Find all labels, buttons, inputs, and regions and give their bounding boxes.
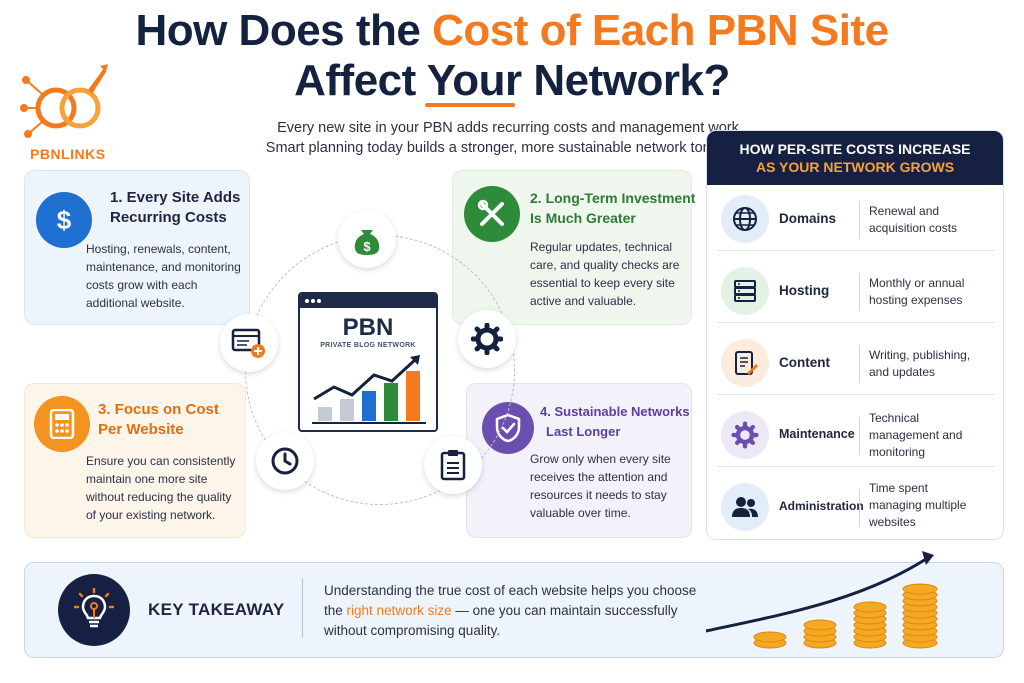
row-label: Hosting <box>779 283 830 298</box>
row-divider <box>859 345 860 383</box>
pbn-label: PBN <box>342 314 394 341</box>
clock-icon <box>256 432 314 490</box>
row-desc: Time spent managing multiple websites <box>869 481 967 529</box>
row-label: Administration <box>779 499 864 513</box>
card3-title: 3. Focus on Cost Per Website <box>98 401 219 438</box>
cost-row-domains: Domains Renewal and acquisition costs <box>717 189 995 251</box>
money-bag-icon: $ <box>338 210 396 268</box>
title-line1-highlight: Cost of Each PBN Site <box>432 6 889 55</box>
subtitle: Every new site in your PBN adds recurrin… <box>150 118 870 158</box>
row-desc: Writing, publishing, and updates <box>869 348 971 379</box>
row-label: Maintenance <box>779 427 855 441</box>
card1-body: Hosting, renewals, content, maintenance,… <box>86 242 241 310</box>
page-title-line2: Affect Your Network? <box>294 56 730 105</box>
key-takeaway-box <box>24 562 1004 658</box>
cost-row-maintenance: Maintenance Technical management and mon… <box>717 405 995 467</box>
card1-title: 1. Every Site Adds Recurring Costs <box>110 189 241 226</box>
pbn-sublabel: PRIVATE BLOG NETWORK <box>320 342 416 349</box>
row-divider <box>859 489 860 527</box>
card2-title: 2. Long-Term Investment Is Much Greater <box>530 190 696 226</box>
row-label: Content <box>779 355 830 370</box>
server-icon <box>721 267 769 315</box>
svg-text:$: $ <box>363 239 371 254</box>
logo-icon <box>20 64 108 138</box>
title-underline <box>425 103 515 107</box>
gear-icon <box>458 310 516 368</box>
subtitle-line1: Every new site in your PBN adds recurrin… <box>277 120 743 136</box>
title-line1-pre: How Does the <box>135 6 421 55</box>
row-desc: Technical management and monitoring <box>869 411 963 459</box>
row-divider <box>859 273 860 311</box>
gear-icon <box>721 411 769 459</box>
row-divider <box>859 201 860 239</box>
browser-bar <box>300 294 436 308</box>
card4-body: Grow only when every site receives the a… <box>530 452 671 520</box>
lightbulb-icon <box>58 574 130 646</box>
row-divider <box>859 417 860 455</box>
cost-row-hosting: Hosting Monthly or annual hosting expens… <box>717 261 995 323</box>
tools-icon <box>464 186 520 242</box>
key-takeaway-title: KEY TAKEAWAY <box>148 600 285 619</box>
per-site-costs-panel: HOW PER-SITE COSTS INCREASE AS YOUR NETW… <box>706 130 1004 540</box>
coin-stacks-growth-icon <box>705 551 938 649</box>
logo-text: PBNLINKS <box>30 146 106 162</box>
row-desc: Monthly or annual hosting expenses <box>869 276 965 307</box>
dollar-icon: $ <box>36 192 92 248</box>
users-icon <box>721 483 769 531</box>
checklist-icon <box>424 436 482 494</box>
row-label: Domains <box>779 211 837 226</box>
card4-title: 4. Sustainable Networks Last Longer <box>540 404 690 439</box>
subtitle-line2: Smart planning today builds a stronger, … <box>265 140 755 156</box>
calculator-icon <box>34 396 90 452</box>
growth-chart-icon <box>312 355 426 424</box>
card3-body: Ensure you can consistently maintain one… <box>86 454 236 522</box>
globe-icon <box>721 195 769 243</box>
panel-header: HOW PER-SITE COSTS INCREASE AS YOUR NETW… <box>707 131 1003 185</box>
document-icon <box>721 339 769 387</box>
row-desc: Renewal and acquisition costs <box>869 204 958 235</box>
page-title: How Does the Cost of Each PBN Site <box>0 6 1024 56</box>
cost-row-administration: Administration Time spent managing multi… <box>717 477 995 539</box>
takeaway-divider <box>302 578 303 638</box>
browser-add-icon <box>220 314 278 372</box>
key-takeaway-text: Understanding the true cost of each webs… <box>324 583 697 638</box>
svg-text:$: $ <box>57 205 72 235</box>
card2-body: Regular updates, technical care, and qua… <box>530 240 680 308</box>
pbn-browser-window: PBN PRIVATE BLOG NETWORK <box>298 292 438 432</box>
cost-row-content: Content Writing, publishing, and updates <box>717 333 995 395</box>
